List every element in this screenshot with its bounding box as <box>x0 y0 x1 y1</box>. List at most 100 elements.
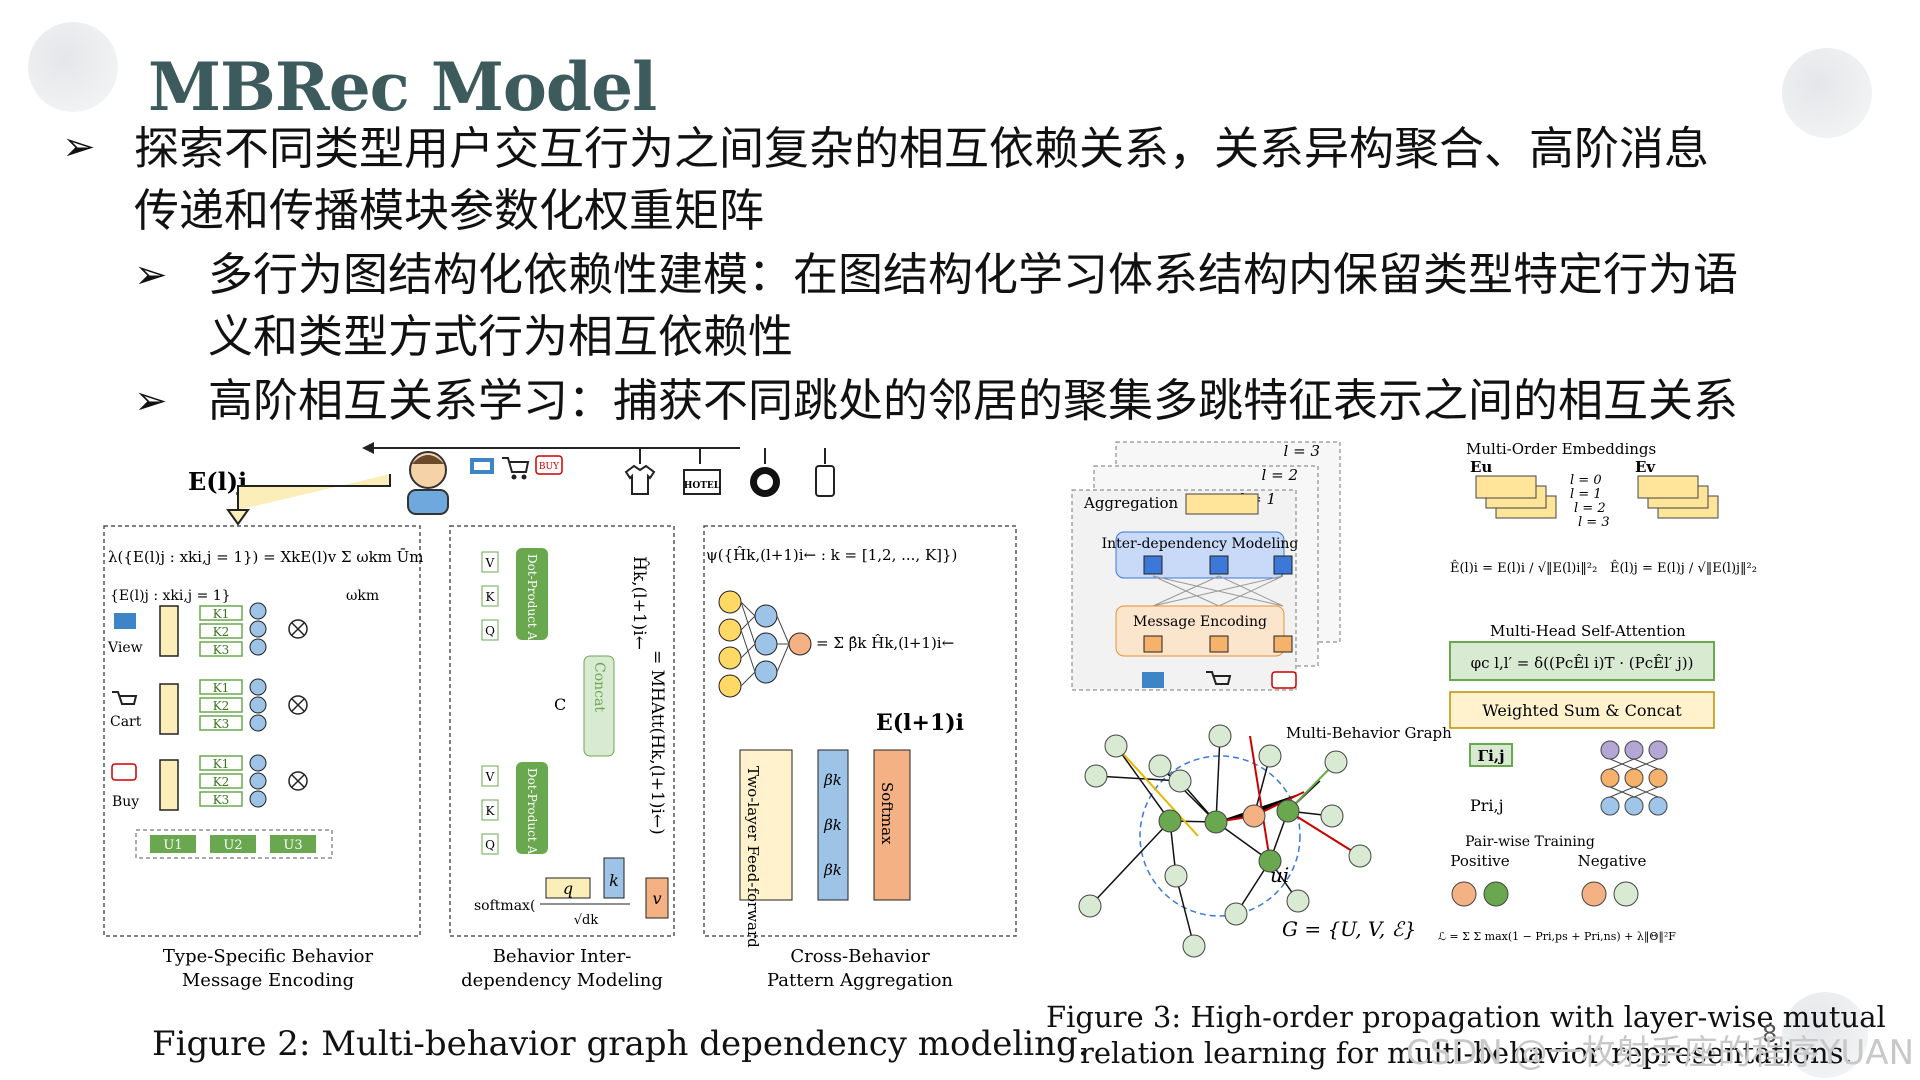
svg-text:Message Encoding: Message Encoding <box>1133 614 1267 630</box>
svg-text:K1: K1 <box>213 607 230 621</box>
svg-text:Behavior Inter-: Behavior Inter- <box>493 946 632 967</box>
svg-text:Dot-Product Attention: Dot-Product Attention <box>525 768 539 902</box>
bullet-3: 高阶相互关系学习：捕获不同跳处的邻居的聚集多跳特征表示之间的相互关系 <box>208 370 1858 432</box>
svg-text:C: C <box>554 695 566 714</box>
page-number: 8 <box>1762 1020 1778 1048</box>
svg-text:Dot-Product Attention: Dot-Product Attention <box>525 554 539 688</box>
food-icon <box>750 467 780 497</box>
svg-text:Buy: Buy <box>112 794 139 810</box>
eq-psi: ψ({Ĥk,(l+1)i← : k = [1,2, ..., K]}) <box>706 546 957 564</box>
figure-3-diagram: l = 3 l = 2 l = 1 Aggregation Inter-depe… <box>1071 440 1757 958</box>
bullet-1-line1: 探索不同类型用户交互行为之间复杂的相互依赖关系，关系异构聚合、高阶消息 <box>134 122 1710 175</box>
svg-text:K: K <box>486 804 496 818</box>
eq-omega: ωkm <box>346 588 379 604</box>
svg-text:l = 2: l = 2 <box>1574 501 1606 516</box>
bullet-3-line1: 高阶相互关系学习：捕获不同跳处的邻居的聚集多跳特征表示之间的相互关系 <box>208 374 1739 427</box>
svg-text:softmax(: softmax( <box>474 898 535 914</box>
bullet-arrow-icon: ➢ <box>62 124 96 170</box>
ehat-j: Ê(l)j = E(l)j / √‖E(l)j‖²₂ <box>1610 560 1757 576</box>
svg-text:βk: βk <box>823 771 842 789</box>
svg-text:Pattern Aggregation: Pattern Aggregation <box>767 970 953 991</box>
svg-text:BUY: BUY <box>539 462 560 472</box>
watermark: CSDN @一枚射手座的程序YUAN <box>1405 1033 1914 1073</box>
svg-text:Positive: Positive <box>1450 852 1509 870</box>
behavior-row-view: View K1 K2 K3 <box>107 602 308 657</box>
bullet-2: 多行为图结构化依赖性建模：在图结构化学习体系结构内保留类型特定行为语 义和类型方… <box>208 244 1858 368</box>
panel-b-border <box>449 525 675 937</box>
svg-text:U1: U1 <box>163 838 182 853</box>
g-eq: G = {U, V, ℰ} <box>1282 917 1416 941</box>
behavior-row-cart: Cart K1 K2 K3 <box>110 678 308 735</box>
beta-box <box>817 749 849 901</box>
svg-text:Q: Q <box>485 624 495 638</box>
dot-product-attention-top <box>516 548 548 640</box>
view-icon <box>470 458 494 474</box>
loss-eq: ℒ = Σ Σ max(1 − Pri,ps + Pri,ns) + λ‖Θ‖²… <box>1438 930 1676 944</box>
svg-text:Multi-Order Embeddings: Multi-Order Embeddings <box>1466 440 1656 458</box>
hotel-icon: HOTEL <box>683 469 721 495</box>
panel-a-border <box>103 525 421 937</box>
phi-eq: φc l,l′ = δ((PcÊl i)T · (PcÊl′ j)) <box>1471 654 1694 672</box>
figure-2-diagram: BUY HOTEL E(l)j λ({E(l)j : xki,j = 1}) =… <box>103 442 1017 991</box>
svg-text:βk: βk <box>823 861 842 879</box>
svg-text:l = 0: l = 0 <box>1570 473 1602 488</box>
mbgraph-label: Multi-Behavior Graph <box>1286 724 1452 742</box>
shirt-icon <box>624 464 656 495</box>
svg-text:K2: K2 <box>213 625 230 639</box>
bullet-1: 探索不同类型用户交互行为之间复杂的相互依赖关系，关系异构聚合、高阶消息 传递和传… <box>134 118 1854 242</box>
eq-set: {E(l)j : xki,j = 1} <box>110 588 231 604</box>
ev-stack <box>1637 475 1719 519</box>
svg-text:l = 1: l = 1 <box>1570 487 1602 502</box>
svg-text:= MHAtt(Hk,(l+1)i←): = MHAtt(Hk,(l+1)i←) <box>647 650 667 835</box>
nn-icon <box>718 590 812 698</box>
dot-product-attention-bottom <box>516 762 548 854</box>
svg-text:K3: K3 <box>213 793 230 807</box>
svg-text:l = 2: l = 2 <box>1262 466 1298 484</box>
svg-text:Softmax: Softmax <box>878 782 896 845</box>
eq-ei: E(l+1)i <box>876 710 964 736</box>
svg-text:βk: βk <box>823 816 842 834</box>
behavior-row-buy: Buy K1 K2 K3 <box>111 754 308 811</box>
phone-icon <box>815 465 835 497</box>
svg-text:Weighted Sum & Concat: Weighted Sum & Concat <box>1482 701 1682 720</box>
svg-text:Message Encoding: Message Encoding <box>182 970 354 991</box>
ehat-i: Ê(l)i = E(l)i / √‖E(l)i‖²₂ <box>1450 560 1597 576</box>
softmax-box <box>873 749 911 901</box>
svg-text:v: v <box>652 889 661 908</box>
svg-text:K2: K2 <box>213 699 230 713</box>
svg-text:V: V <box>485 556 495 570</box>
svg-text:q: q <box>563 879 573 898</box>
cart-icon <box>502 457 530 480</box>
svg-text:l = 3: l = 3 <box>1284 442 1320 460</box>
cart-icon <box>1206 671 1232 685</box>
svg-text:K1: K1 <box>213 757 230 771</box>
eq-main: λ({E(l)j : xki,j = 1}) = XkE(l)v Σ ωkm Ū… <box>108 548 424 566</box>
svg-text:Cart: Cart <box>110 714 142 730</box>
svg-text:Γi,j: Γi,j <box>1478 747 1505 765</box>
svg-text:HOTEL: HOTEL <box>684 481 721 491</box>
svg-text:Ev: Ev <box>1635 458 1656 476</box>
svg-text:dependency Modeling: dependency Modeling <box>461 970 663 991</box>
svg-text:Type-Specific Behavior: Type-Specific Behavior <box>163 946 374 967</box>
panel-c-border <box>703 525 1017 937</box>
svg-text:l = 3: l = 3 <box>1578 515 1610 530</box>
bullet-1-line2: 传递和传播模块参数化权重矩阵 <box>134 184 765 237</box>
svg-text:Multi-Head Self-Attention: Multi-Head Self-Attention <box>1490 622 1686 640</box>
u-box-group <box>135 829 333 859</box>
buy-icon: BUY <box>535 455 563 475</box>
eu-stack <box>1475 475 1557 519</box>
buy-icon <box>1271 671 1297 689</box>
ui-label: ui <box>1270 863 1289 887</box>
svg-text:Pair-wise Training: Pair-wise Training <box>1465 834 1595 850</box>
svg-text:K2: K2 <box>213 775 230 789</box>
decor-blob-left <box>28 22 118 112</box>
bullet-2-line1: 多行为图结构化依赖性建模：在图结构化学习体系结构内保留类型特定行为语 <box>208 248 1739 301</box>
svg-text:Cross-Behavior: Cross-Behavior <box>790 946 930 967</box>
svg-text:Eu: Eu <box>1470 458 1492 476</box>
svg-text:K: K <box>486 590 496 604</box>
view-icon <box>1142 672 1164 688</box>
aggregation-label: Aggregation <box>1083 494 1178 512</box>
svg-text:Negative: Negative <box>1578 852 1647 870</box>
svg-text:View: View <box>107 640 143 656</box>
two-layer-ff-box <box>739 749 793 901</box>
